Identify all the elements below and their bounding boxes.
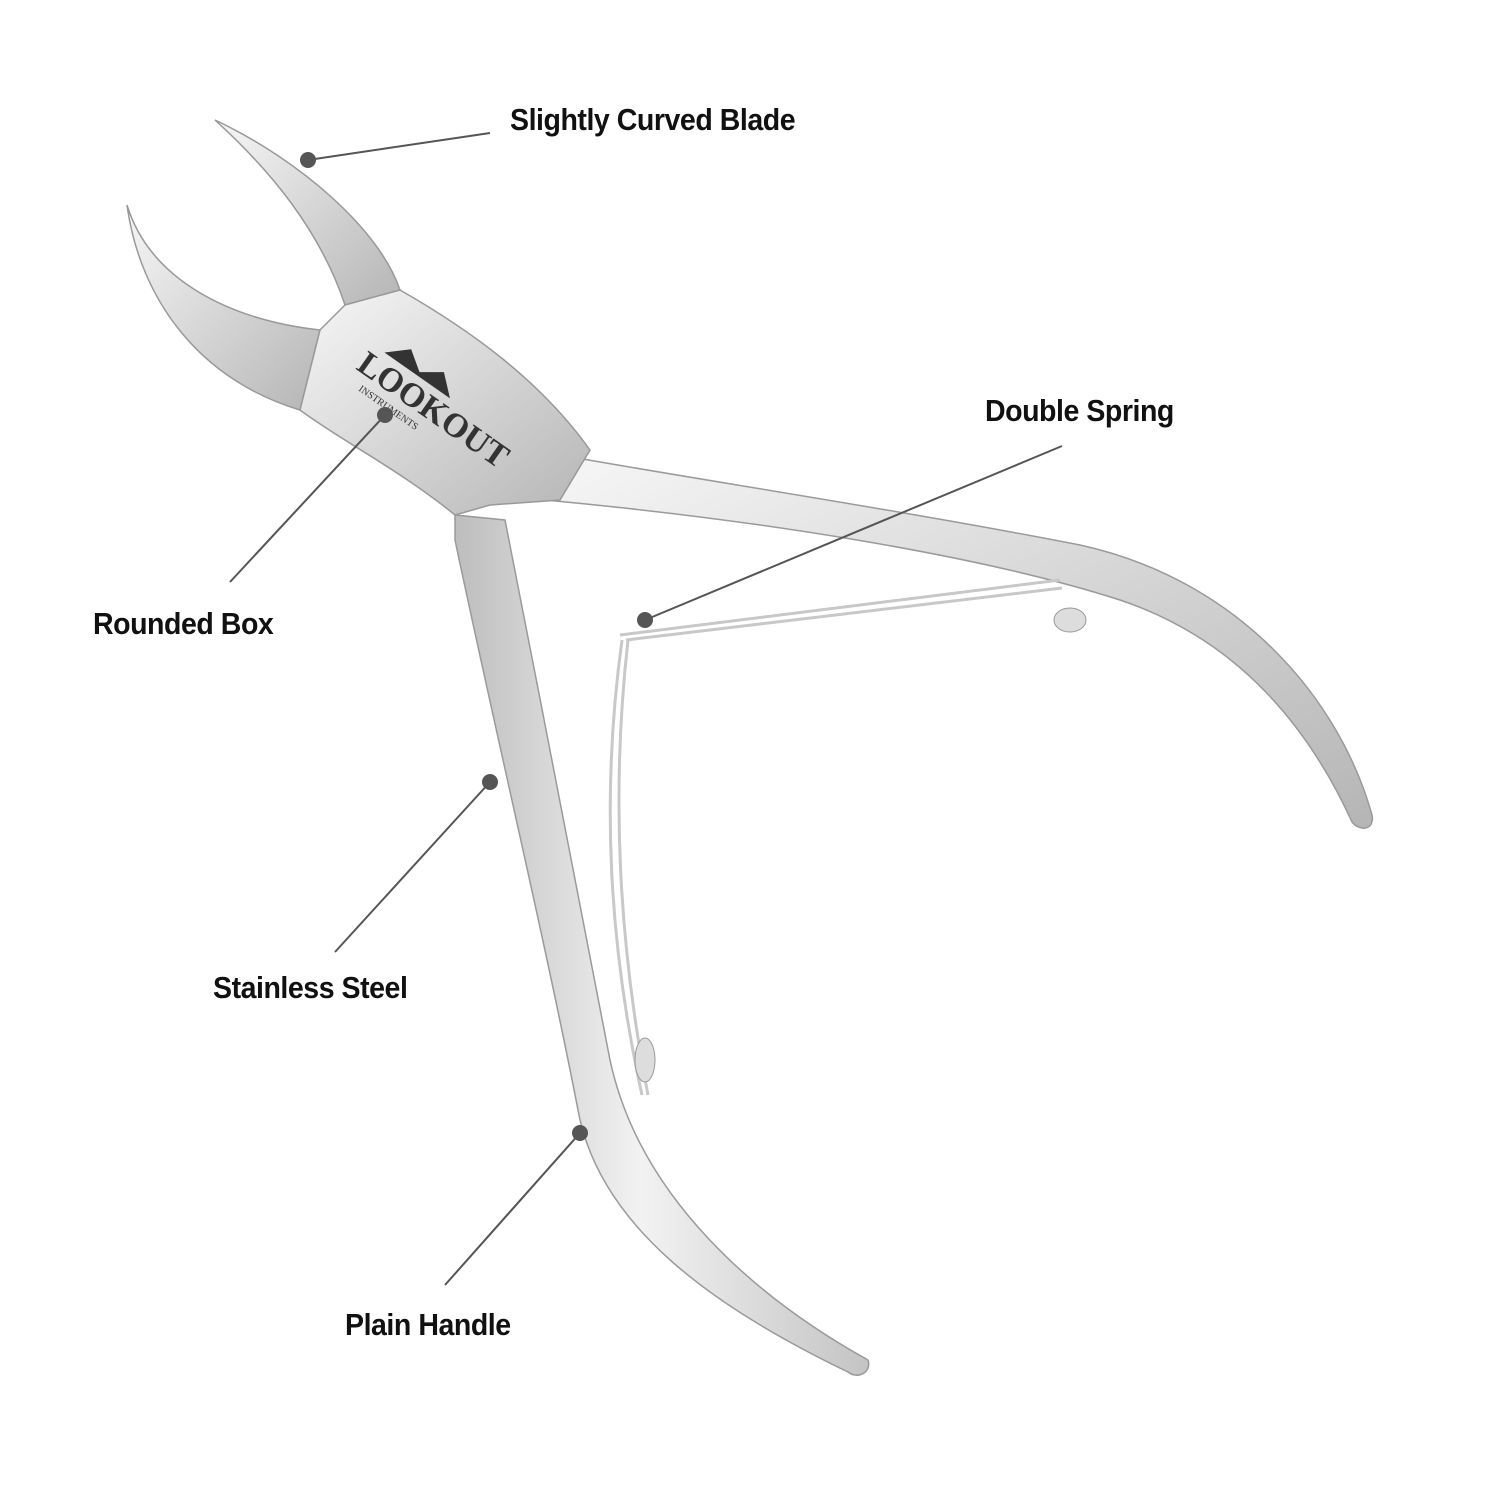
- callout-label-box: Rounded Box: [93, 606, 274, 641]
- right-handle: [543, 454, 1374, 829]
- rivet: [1053, 607, 1087, 633]
- upper-blade: [214, 119, 401, 306]
- leader-line-spring: [644, 445, 1063, 621]
- callout-dot-box: [377, 407, 393, 423]
- box-joint: [299, 289, 591, 516]
- leader-line-steel: [334, 781, 491, 953]
- lower-blade: [126, 204, 321, 411]
- leader-line-box: [229, 414, 386, 583]
- callout-dot-handle: [572, 1125, 588, 1141]
- left-handle: [454, 514, 870, 1376]
- callout-label-blade: Slightly Curved Blade: [510, 102, 796, 137]
- callout-label-steel: Stainless Steel: [213, 970, 408, 1005]
- leader-line-blade: [307, 132, 491, 161]
- rivet: [634, 1037, 656, 1083]
- callout-dot-spring: [637, 612, 653, 628]
- callout-dot-steel: [482, 774, 498, 790]
- callout-label-spring: Double Spring: [985, 393, 1174, 428]
- leader-line-handle: [444, 1132, 581, 1286]
- double-spring: [608, 578, 1063, 1096]
- callout-label-handle: Plain Handle: [345, 1307, 511, 1342]
- callout-dot-blade: [300, 152, 316, 168]
